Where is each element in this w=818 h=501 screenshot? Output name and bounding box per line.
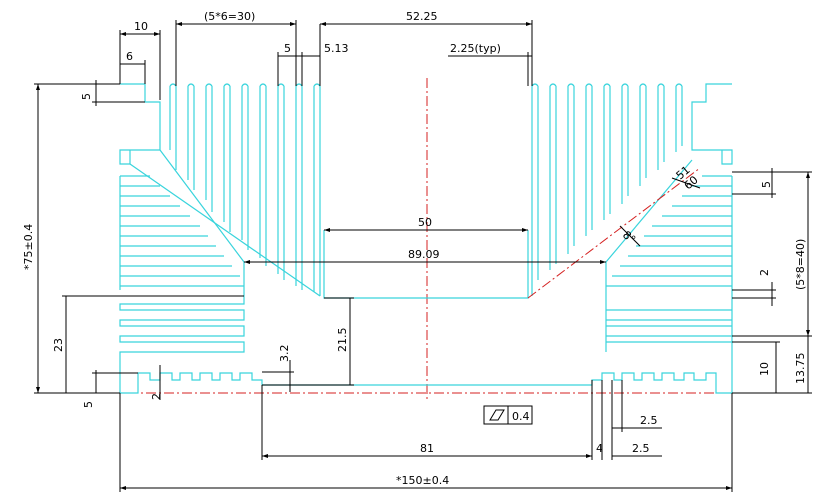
dim-right-1375: 13.75 xyxy=(794,353,807,385)
heatsink-outline xyxy=(119,83,733,394)
dim-flatness: 0.4 xyxy=(512,410,530,423)
dim-left-5-top: 5 xyxy=(80,93,93,100)
right-diagonal-centerline xyxy=(527,167,701,299)
dim-bottom-81: 81 xyxy=(420,442,434,455)
dim-fin-typ: 2.25(typ) xyxy=(450,42,501,55)
dim-height-75: *75±0.4 xyxy=(22,224,35,270)
dim-right-pitch: (5*8=40) xyxy=(794,239,807,290)
dim-base-2: 2 xyxy=(150,393,163,400)
dim-mid-8909: 89.09 xyxy=(408,248,440,261)
dim-slot-5: 5 xyxy=(284,42,291,55)
dimension-lines xyxy=(34,20,812,492)
dim-slot-513: 5.13 xyxy=(324,42,349,55)
dim-right-2: 2 xyxy=(758,269,771,276)
dim-mid-50: 50 xyxy=(418,216,432,229)
dim-left-23: 23 xyxy=(52,338,65,352)
dim-right-10: 10 xyxy=(758,362,771,376)
dim-mid-215: 21.5 xyxy=(336,328,349,353)
dim-fin-pitch: (5*6=30) xyxy=(204,10,255,23)
dim-top-10: 10 xyxy=(134,20,148,33)
dim-bottom-25b: 2.5 xyxy=(632,442,650,455)
dim-bottom-25a: 2.5 xyxy=(640,414,658,427)
dim-mid-32: 3.2 xyxy=(278,345,291,363)
dim-top-5225: 52.25 xyxy=(406,10,438,23)
dim-left-5-bottom: 5 xyxy=(82,401,95,408)
dim-right-5: 5 xyxy=(760,181,773,188)
dim-diag-8deg: 8° xyxy=(620,228,638,246)
arrowheads xyxy=(36,22,810,490)
dim-bottom-4: 4 xyxy=(596,442,603,455)
dim-top-6: 6 xyxy=(126,50,133,63)
dim-width-150: *150±0.4 xyxy=(396,474,449,487)
